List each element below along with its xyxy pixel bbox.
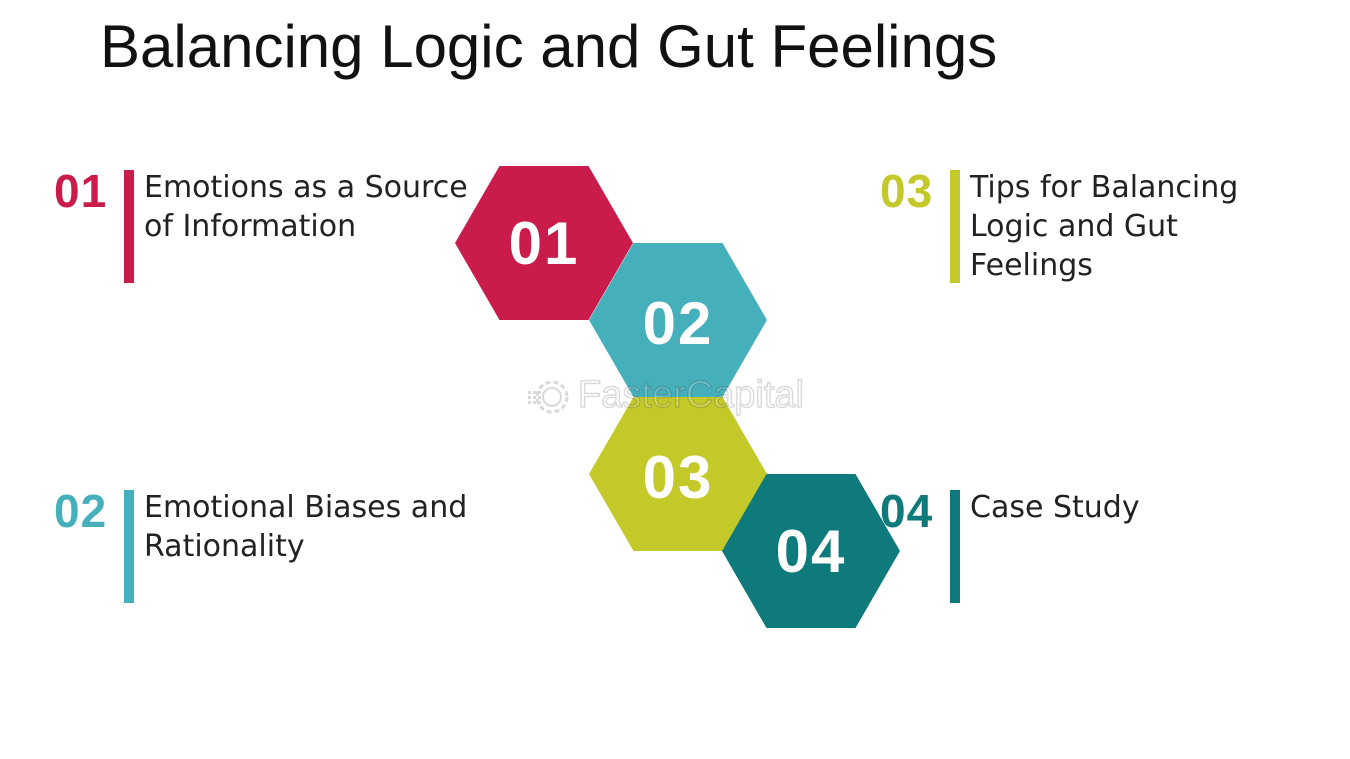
list-item: 02 Emotional Biases and Rationality: [54, 488, 474, 603]
item-number: 01: [54, 165, 108, 217]
item-number: 04: [880, 485, 934, 537]
hexagon-label: 01: [508, 209, 580, 277]
accent-bar: [124, 170, 134, 283]
list-item: 04 Case Study: [880, 488, 1300, 603]
gear-logo-icon: [528, 380, 569, 414]
item-text: Emotional Biases and Rationality: [144, 490, 468, 564]
hexagon-label: 03: [642, 443, 714, 511]
hexagon-label: 02: [642, 289, 714, 357]
hexagon-02: 02: [589, 243, 767, 397]
item-number: 02: [54, 485, 108, 537]
item-text: Tips for Balancing Logic and Gut Feeling…: [970, 170, 1239, 283]
item-text: Emotions as a Source of Information: [144, 170, 468, 244]
accent-bar: [124, 490, 134, 603]
slide-title: Balancing Logic and Gut Feelings: [100, 13, 998, 80]
list-item: 03 Tips for Balancing Logic and Gut Feel…: [880, 168, 1300, 283]
item-number: 03: [880, 165, 934, 217]
hexagon-04: 04: [722, 474, 900, 628]
item-text: Case Study: [970, 490, 1140, 525]
accent-bar: [950, 490, 960, 603]
accent-bar: [950, 170, 960, 283]
list-item: 01 Emotions as a Source of Information: [54, 168, 474, 283]
hexagon-label: 04: [775, 517, 847, 585]
